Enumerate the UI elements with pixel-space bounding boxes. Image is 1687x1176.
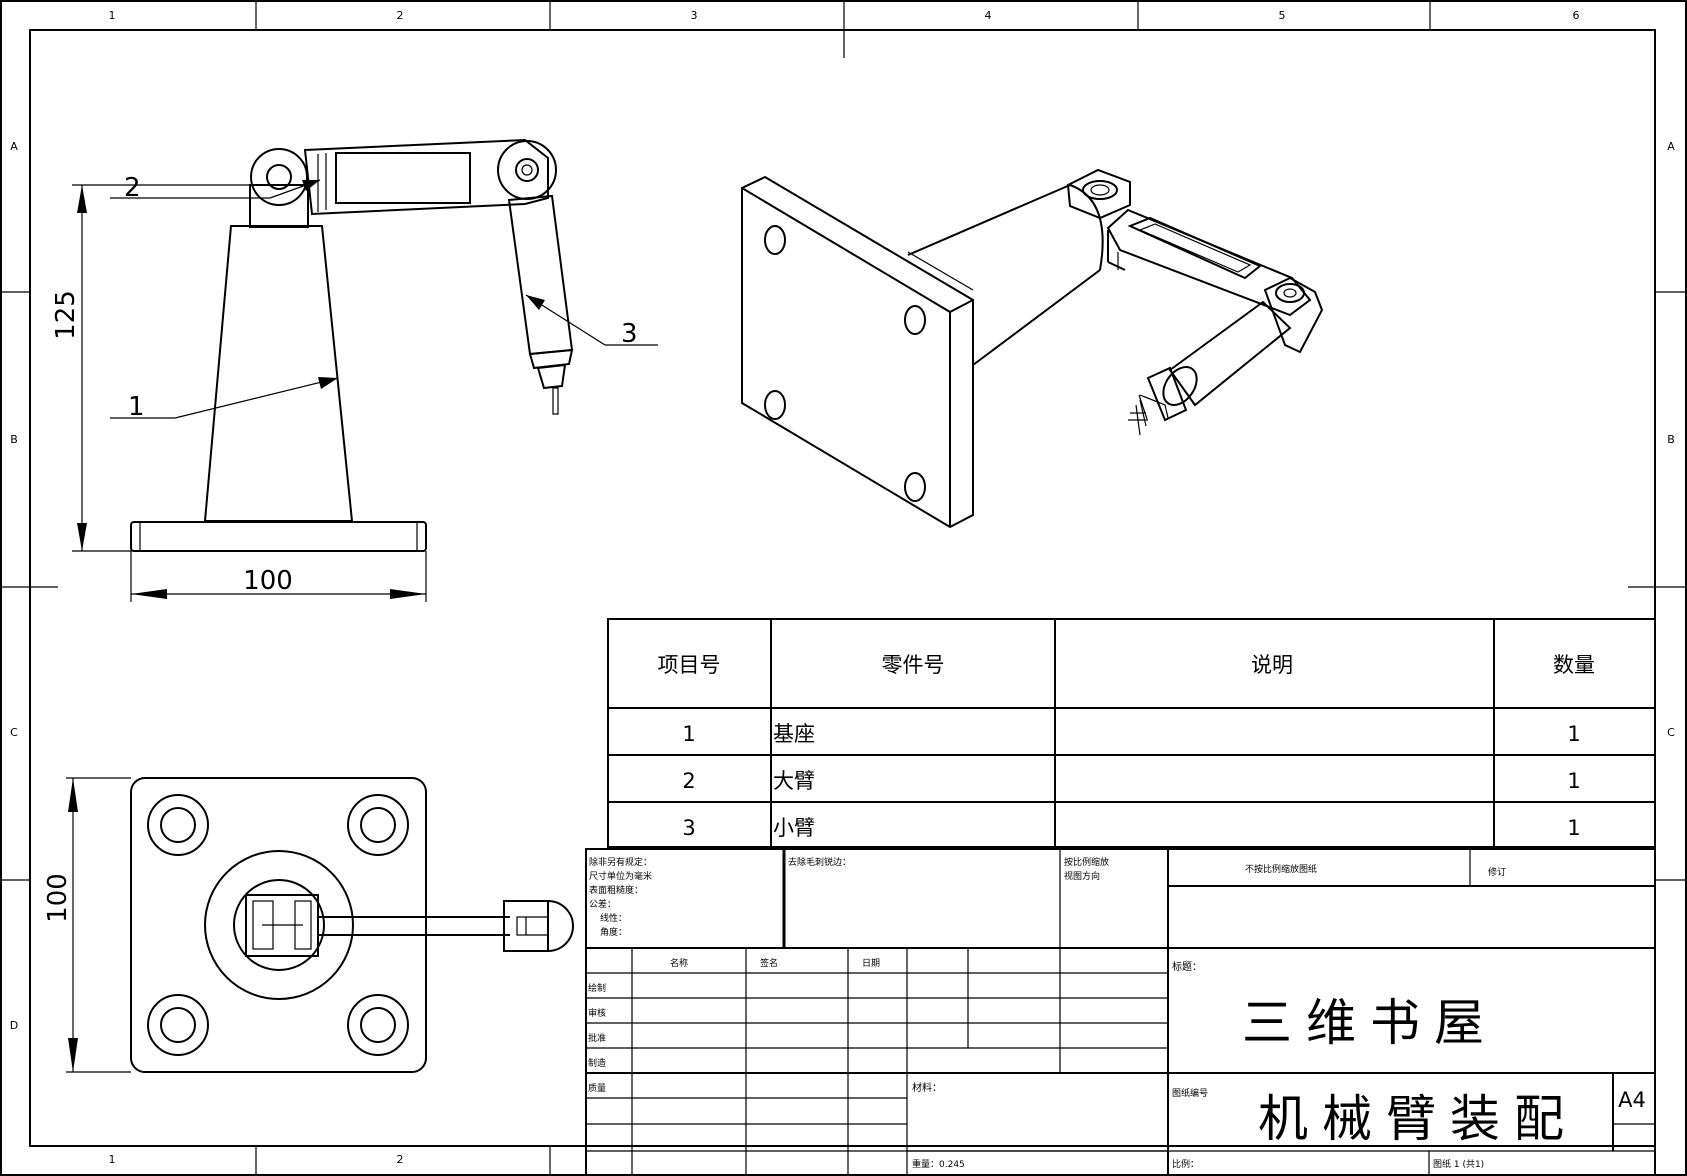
top-base-plate [130, 777, 427, 1073]
zone-row-b-right: B [1667, 433, 1675, 446]
zone-row-a: A [10, 140, 18, 153]
iso-base-plate [741, 175, 974, 529]
balloon-3: 3 [621, 319, 638, 349]
grid-header-sign: 签名 [760, 957, 778, 969]
zone-col-1-bottom: 1 [109, 1153, 116, 1166]
bom-row-3-qty: 1 [1567, 816, 1580, 840]
top-forearm [503, 900, 549, 952]
note-linear: 线性： [600, 912, 627, 924]
title-label: 标题： [1172, 961, 1202, 973]
upper-arm [303, 138, 549, 216]
base-column [203, 225, 354, 522]
zone-labels: 1 2 3 4 5 6 1 2 A B C D A B C [10, 9, 1675, 1166]
bom-row-3-part: 小臂 [773, 816, 815, 840]
scale-label: 比例： [1172, 1158, 1199, 1170]
sheet-size: A4 [1618, 1088, 1646, 1112]
base-plate [130, 521, 427, 552]
dwg-number-label: 图纸编号 [1172, 1087, 1208, 1099]
bom-header-part: 零件号 [882, 653, 945, 677]
bom-row-1-item: 1 [682, 722, 695, 746]
zone-col-2: 2 [397, 9, 404, 22]
front-view: 2 1 3 125 100 [51, 138, 658, 602]
iso-elbow [1263, 276, 1324, 354]
iso-forearm [1168, 300, 1292, 407]
note-general: 除非另有规定： [589, 856, 652, 868]
grid-header-date: 日期 [862, 958, 880, 969]
material-label: 材料： [912, 1081, 942, 1094]
note-angle: 角度： [600, 926, 627, 938]
dim-top-height-100: 100 [43, 873, 73, 923]
forearm [507, 194, 574, 356]
isometric-view [741, 168, 1324, 529]
note-tolerance: 公差： [589, 898, 616, 910]
weight: 重量：0.245 [912, 1158, 965, 1170]
balloon-2: 2 [124, 173, 141, 203]
bom-table: 项目号 零件号 说明 数量 1 基座 1 2 大臂 1 3 小臂 1 [607, 618, 1656, 848]
note-roughness: 表面粗糙度： [589, 884, 643, 896]
bom-row-1-qty: 1 [1567, 722, 1580, 746]
zone-col-5: 5 [1279, 9, 1286, 22]
iso-shoulder [1066, 168, 1131, 220]
drawing-title: 机械臂装配 [1258, 1090, 1578, 1148]
zone-row-c: C [10, 726, 18, 739]
grid-row-quality: 质量 [588, 1082, 606, 1094]
bom-row-2-qty: 1 [1567, 769, 1580, 793]
zone-col-3: 3 [691, 9, 698, 22]
bom-header-qty: 数量 [1553, 653, 1595, 677]
company-name: 三维书屋 [1242, 994, 1498, 1052]
std-label: 不按比例缩放图纸 [1245, 863, 1317, 875]
revision-label: 修订 [1488, 866, 1506, 878]
note-deburr: 去除毛刺锐边： [788, 856, 851, 868]
grid-row-check: 审核 [588, 1007, 606, 1019]
bom-row-2-part: 大臂 [773, 769, 815, 793]
dim-width-100: 100 [243, 566, 293, 596]
bom-row-3-item: 3 [682, 816, 695, 840]
grid-row-mfg: 制造 [588, 1057, 606, 1069]
note-unit: 尺寸单位为毫米 [589, 870, 652, 882]
sheet-number: 图纸 1 (共1) [1433, 1158, 1484, 1170]
zone-row-b: B [10, 433, 18, 446]
bom-row-1-part: 基座 [773, 722, 815, 746]
bom-row-2-item: 2 [682, 769, 695, 793]
grid-row-approve: 批准 [588, 1032, 606, 1044]
zone-col-6: 6 [1573, 9, 1580, 22]
zone-row-c-right: C [1667, 726, 1675, 739]
zone-col-1: 1 [109, 9, 116, 22]
zone-row-a-right: A [1667, 140, 1675, 153]
title-block: 除非另有规定： 尺寸单位为毫米 表面粗糙度： 公差： 线性： 角度： 去除毛刺锐… [585, 848, 1656, 1176]
note-view-dir: 视图方向 [1064, 870, 1100, 882]
top-view: 100 [43, 777, 574, 1073]
note-scale: 按比例缩放 [1064, 856, 1109, 868]
zone-col-4: 4 [985, 9, 992, 22]
iso-upper-arm [1106, 208, 1312, 317]
shoulder-joint [250, 148, 308, 206]
bom-header-item: 项目号 [658, 653, 721, 677]
inner-border [29, 29, 1656, 1147]
grid-header-name: 名称 [670, 957, 688, 969]
grid-row-draw: 绘制 [588, 982, 606, 994]
zone-col-2-bottom: 2 [397, 1153, 404, 1166]
zone-row-d: D [10, 1019, 18, 1032]
top-column-outline [204, 850, 354, 1000]
dim-height-125: 125 [51, 290, 81, 340]
bom-header-desc: 说明 [1251, 653, 1293, 677]
balloon-1: 1 [128, 392, 145, 422]
